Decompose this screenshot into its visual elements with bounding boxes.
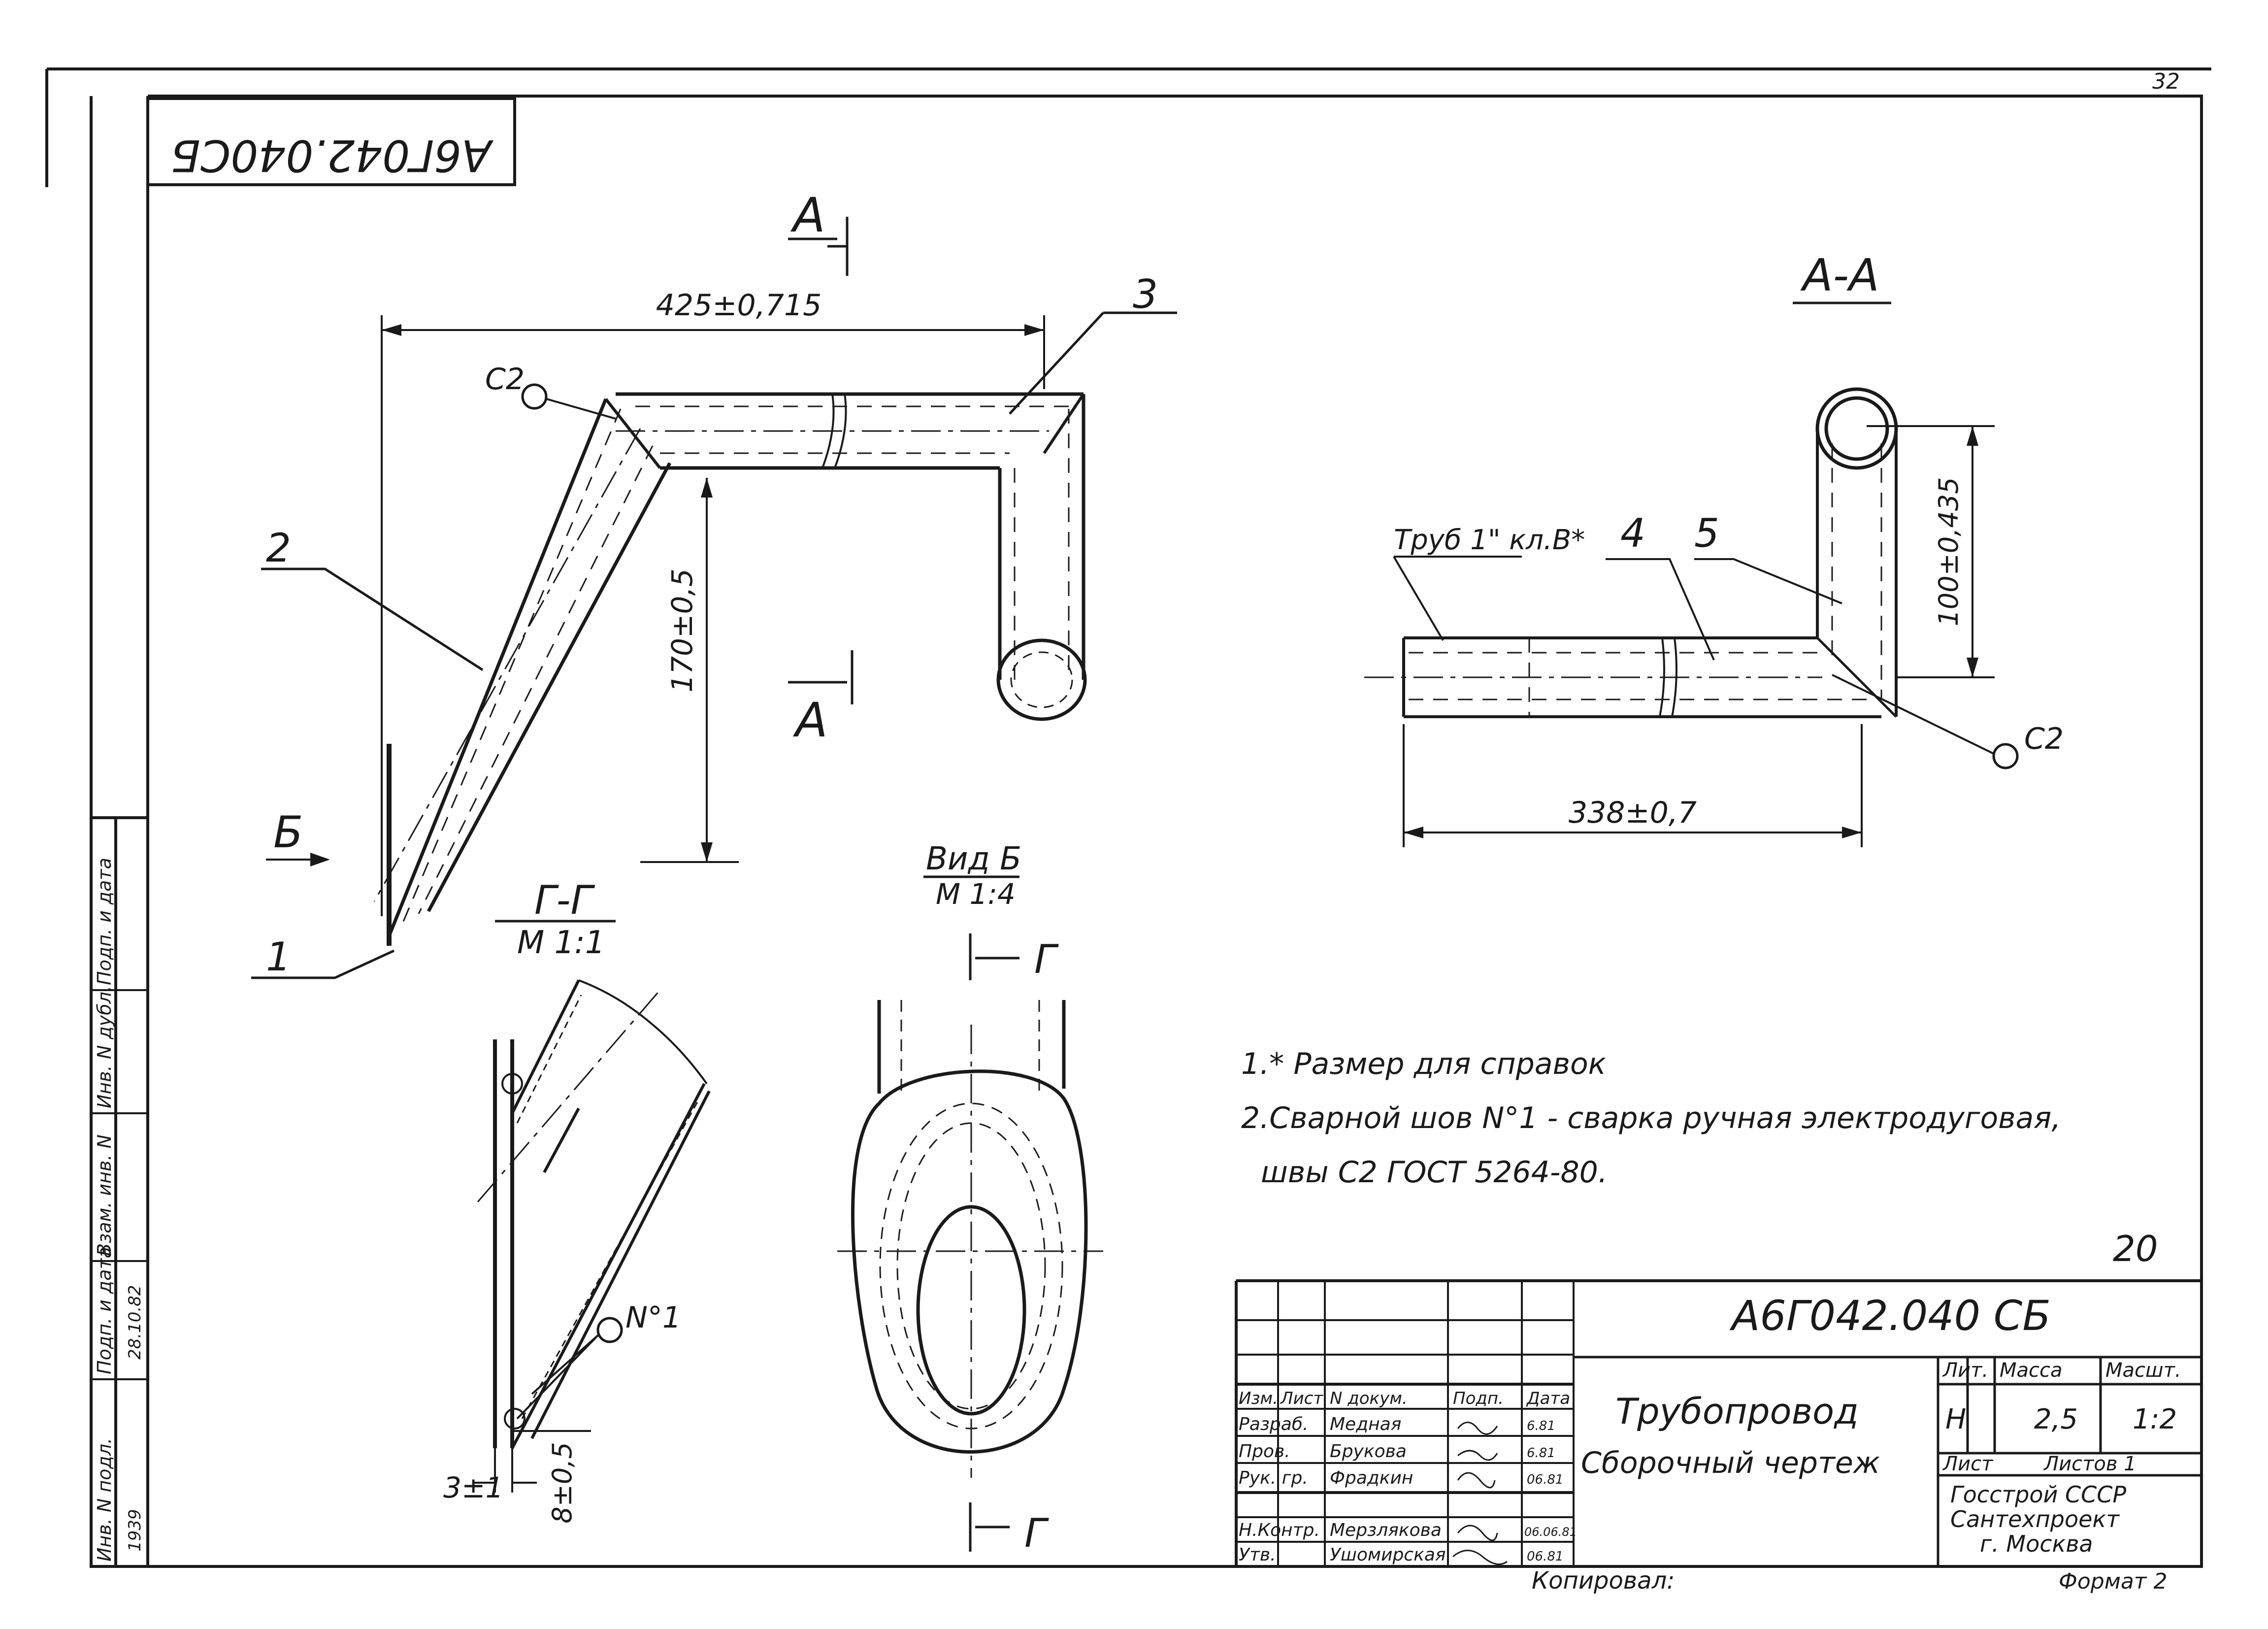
org-line-1: Госстрой СССР [1950,1481,2126,1508]
section-aa-view: А-А 100±0,435 338±0,7 Труб 1" кл.В* 4 5 … [1364,250,2064,847]
gg-dim-right: 8±0,5 [547,1442,578,1523]
header-izm: Изм. [1239,1389,1278,1408]
section-gg-view: Г-Г М 1:1 N°1 3±1 8±0,5 [443,877,711,1524]
main-view: А А 425±0,715 170±0,5 С2 [251,188,1177,980]
signer-date: 6.81 [1527,1446,1555,1461]
signer-date: 06.06.81 [1524,1525,1577,1539]
doc-name-2: Сборочный чертеж [1581,1446,1880,1480]
header-list: Лист [1280,1389,1323,1408]
sheet-number: 20 [2113,1228,2158,1269]
signer-role: Н.Контр. [1239,1520,1320,1540]
stamp-inv-podl: Инв. N подл. [94,1438,115,1562]
section-a-top-label: А [790,188,825,243]
header-date: Дата [1526,1389,1570,1408]
sheet-frame [45,67,2211,1568]
gg-dim-left: 3±1 [443,1471,503,1504]
rotated-doc-code-box: А6Г042.040СБ [148,97,516,186]
note-2: 2.Сварной шов N°1 - сварка ручная электр… [1241,1101,2061,1135]
signer-name: Фрадкин [1330,1468,1413,1488]
callout-3: 3 [1133,271,1158,317]
side-stamp: Инв. N подл. Подп. и дата Взам. инв. N И… [91,816,149,1566]
scale-value: 1:2 [2133,1403,2177,1435]
pipe-label: Труб 1" кл.В* [1394,524,1585,556]
signer-date: 06.81 [1527,1549,1563,1564]
stamp-vzam: Взам. инв. N [94,1134,115,1256]
signer-role: Рук. гр. [1239,1468,1308,1488]
org-line-3: г. Москва [1980,1530,2093,1557]
format-label: Формат 2 [2059,1569,2168,1594]
callout-1: 1 [266,934,291,980]
section-a-bottom-label: А [792,693,828,748]
sheets-label: Листов 1 [2043,1453,2137,1475]
signer-role: Утв. [1239,1545,1276,1565]
stamp-dubl: Инв. N дубл. [94,986,115,1108]
copied-label: Копировал: [1532,1567,1675,1595]
callout-2: 2 [266,525,291,571]
view-b-scale: М 1:4 [936,877,1016,911]
weld-mark-n1: N°1 [625,1300,681,1335]
doc-code: А6Г042.040 СБ [1729,1292,2051,1340]
aa-dim-height: 100±0,435 [1933,477,1964,627]
section-gg-scale: М 1:1 [517,925,605,961]
section-aa-title: А-А [1800,250,1879,301]
cut-g-bottom: Г [1024,1510,1049,1556]
dim-width: 425±0,715 [656,288,822,323]
note-3: швы С2 ГОСТ 5264-80. [1261,1155,1608,1190]
stamp-podp-data-2: Подп. и дата [94,858,115,985]
cut-g-top: Г [1034,936,1059,982]
page-corner-number: 32 [2152,69,2180,94]
signer-role: Разраб. [1239,1414,1308,1434]
signer-rows: Разраб. Медная 6.81 Пров. Брукова 6.81 Р… [1239,1414,1577,1565]
rotated-doc-code: А6Г042.040СБ [171,130,494,181]
header-sign: Подп. [1453,1389,1504,1408]
weld-label-main: С2 [485,362,525,397]
callout-5: 5 [1694,510,1719,556]
stamp-inv-number: 1939 [125,1509,145,1552]
stamp-sign-date: 28.10.82 [125,1285,145,1360]
aa-dim-length: 338±0,7 [1569,796,1697,830]
org-line-2: Сантехпроект [1950,1506,2120,1532]
view-b-arrow-label: Б [273,807,303,858]
signer-name: Медная [1330,1414,1401,1434]
sheet-label: Лист [1942,1453,1994,1475]
scale-header: Масшт. [2105,1359,2181,1382]
signer-name: Ушомирская [1330,1545,1446,1565]
signer-date: 06.81 [1527,1472,1563,1487]
lit-value: Н [1945,1403,1966,1435]
view-b-title: Вид Б [926,841,1021,877]
signer-date: 6.81 [1527,1419,1555,1433]
mass-value: 2,5 [2034,1403,2078,1435]
mass-header: Масса [2000,1359,2063,1382]
signer-role: Пров. [1239,1441,1290,1462]
signer-name: Мерзлякова [1330,1520,1442,1540]
stamp-podp-data-1: Подп. и дата [94,1247,115,1374]
signer-name: Брукова [1330,1441,1407,1462]
dim-height: 170±0,5 [665,568,699,693]
title-block: А6Г042.040 СБ Трубопровод Сборочный черт… [1235,1279,2202,1566]
title-block-header-row: Изм. Лист N докум. Подп. Дата [1239,1389,1570,1408]
view-b: Вид Б М 1:4 Г Г [837,841,1103,1556]
weld-label-aa: С2 [2024,722,2064,756]
section-gg-title: Г-Г [534,877,595,923]
header-doc: N докум. [1330,1389,1408,1408]
lit-header: Лит. [1942,1359,1988,1382]
callout-4: 4 [1620,510,1645,556]
doc-name-1: Трубопровод [1615,1391,1859,1432]
note-1: 1.* Размер для справок [1241,1047,1606,1081]
notes: 1.* Размер для справок 2.Сварной шов N°1… [1241,1047,2061,1190]
